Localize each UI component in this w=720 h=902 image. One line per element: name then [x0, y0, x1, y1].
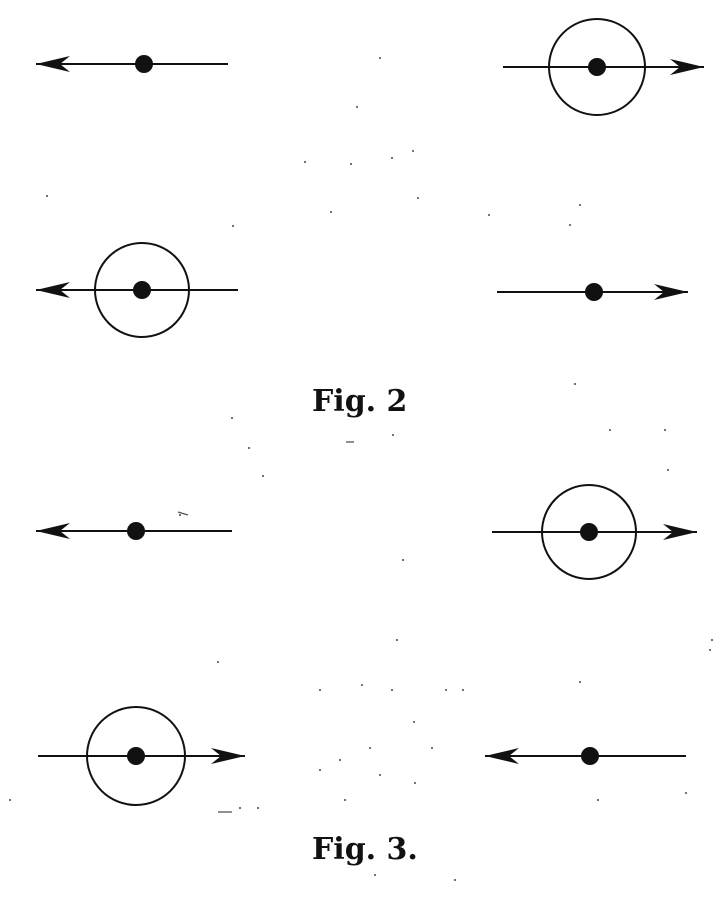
figure-2-caption: Fig. 2	[312, 384, 408, 419]
speck	[684, 791, 688, 795]
speck	[231, 224, 235, 228]
speck	[401, 558, 405, 562]
vector-element-f3-c	[38, 706, 245, 806]
arrowhead-left-icon	[36, 56, 70, 72]
speck	[261, 474, 265, 478]
speck	[390, 688, 394, 692]
center-dot	[580, 523, 598, 541]
speck	[461, 688, 465, 692]
speck	[45, 194, 49, 198]
center-dot	[127, 522, 145, 540]
speck	[329, 210, 333, 214]
arrowhead-right-icon	[663, 524, 697, 540]
speck	[318, 768, 322, 772]
speck	[416, 196, 420, 200]
speck	[412, 720, 416, 724]
speck	[178, 513, 182, 517]
speck	[573, 382, 577, 386]
figure-3-caption: Fig. 3.	[312, 832, 418, 867]
speck	[487, 213, 491, 217]
ring-circle	[548, 18, 646, 116]
speck	[360, 683, 364, 687]
speck	[338, 758, 342, 762]
speck	[343, 798, 347, 802]
speck	[230, 416, 234, 420]
speck	[568, 223, 572, 227]
speck	[395, 638, 399, 642]
arrowhead-left-icon	[36, 282, 70, 298]
vector-element-f2-a	[36, 55, 228, 73]
speck	[349, 162, 353, 166]
speck	[355, 105, 359, 109]
center-dot	[135, 55, 153, 73]
speck	[666, 468, 670, 472]
speck	[390, 156, 394, 160]
speck	[238, 806, 242, 810]
speck	[411, 149, 415, 153]
arrowhead-left-icon	[485, 748, 519, 764]
ring-circle	[541, 484, 637, 580]
speck	[708, 648, 712, 652]
speck	[596, 798, 600, 802]
speck	[378, 56, 382, 60]
print-specks	[8, 56, 714, 882]
vector-element-f3-d	[485, 747, 686, 765]
speck	[430, 746, 434, 750]
center-dot	[127, 747, 145, 765]
speck	[303, 160, 307, 164]
speck	[216, 660, 220, 664]
speck	[444, 688, 448, 692]
speck	[373, 873, 377, 877]
speck	[247, 446, 251, 450]
speck	[578, 203, 582, 207]
center-dot	[581, 747, 599, 765]
speck	[378, 773, 382, 777]
vector-element-f2-d	[497, 283, 688, 301]
center-dot	[133, 281, 151, 299]
ring-circle	[86, 706, 186, 806]
vector-element-f3-a	[36, 522, 232, 540]
arrowhead-right-icon	[211, 748, 245, 764]
speck	[578, 680, 582, 684]
vector-element-f2-c	[36, 242, 238, 338]
speck	[8, 798, 12, 802]
speck-dash	[177, 511, 189, 516]
speck	[663, 428, 667, 432]
vector-element-f2-b	[503, 18, 704, 116]
ring-circle	[94, 242, 190, 338]
center-dot	[585, 283, 603, 301]
speck	[608, 428, 612, 432]
vector-element-f3-b	[492, 484, 697, 580]
arrowhead-right-icon	[670, 59, 704, 75]
elements-layer	[36, 18, 704, 806]
arrowhead-left-icon	[36, 523, 70, 539]
arrowhead-right-icon	[654, 284, 688, 300]
speck	[710, 638, 714, 642]
speck	[453, 878, 457, 882]
speck	[391, 433, 395, 437]
speck	[318, 688, 322, 692]
speck	[368, 746, 372, 750]
center-dot	[588, 58, 606, 76]
speck	[413, 781, 417, 785]
speck	[256, 806, 260, 810]
